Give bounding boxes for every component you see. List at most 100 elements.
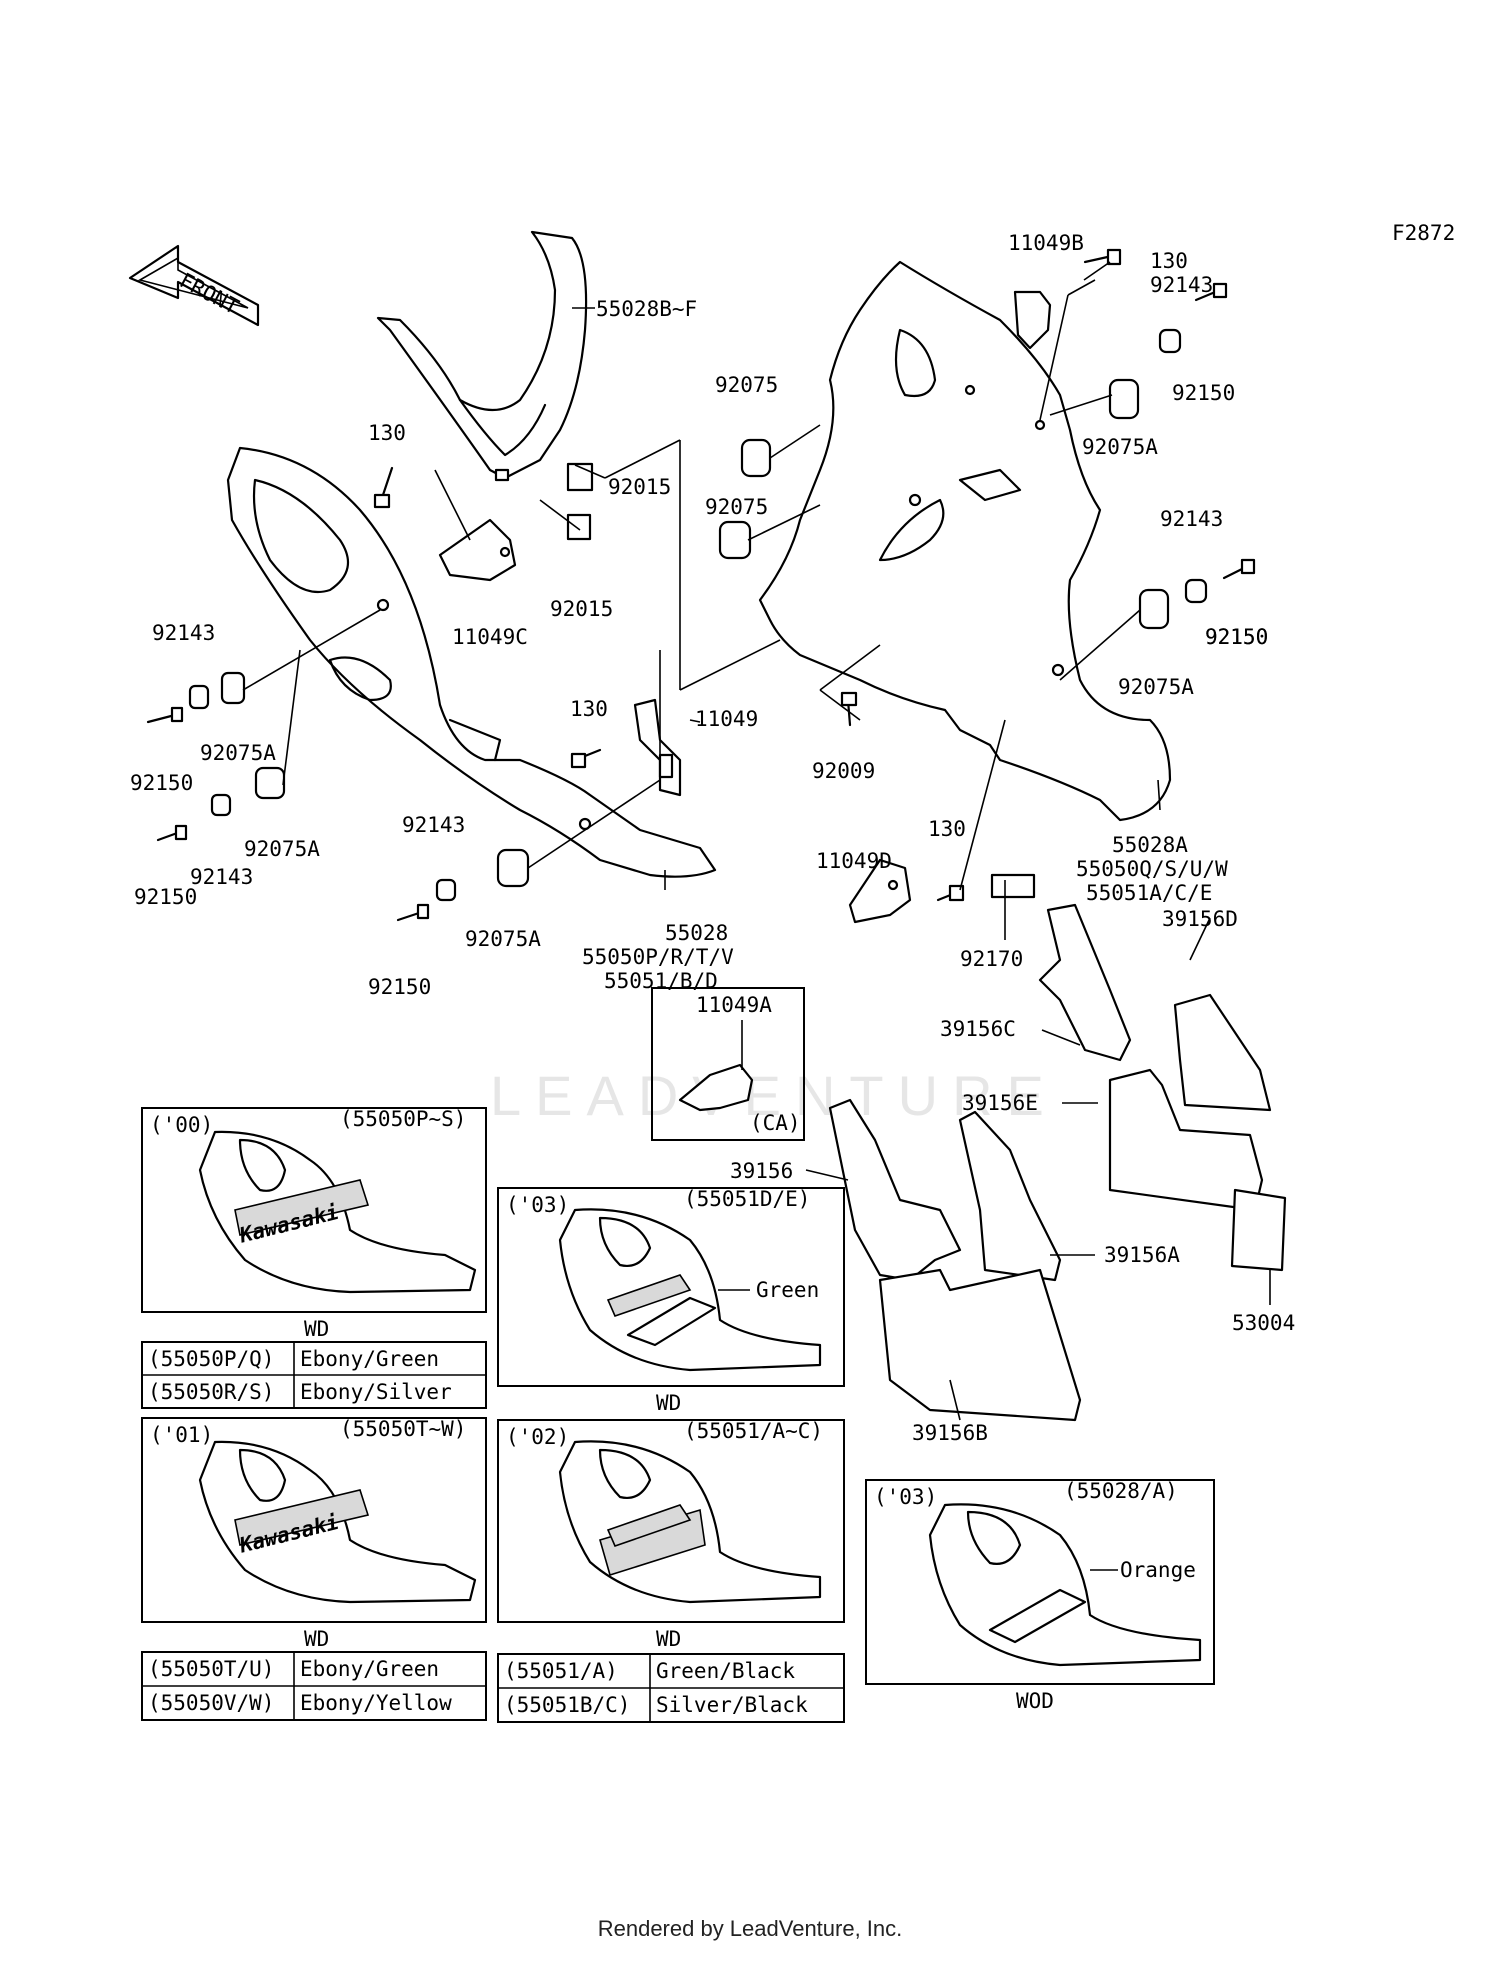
ca-variant-box	[651, 987, 805, 1141]
callout-130-lower-right: 130	[928, 817, 966, 841]
bracket-11049b	[1013, 290, 1052, 350]
variant-parts: (55050T~W)	[340, 1417, 466, 1441]
bracket-11049d	[848, 858, 912, 924]
watermark: LEADVENTURE	[490, 1064, 1058, 1127]
callout-92075-top: 92075	[715, 373, 778, 397]
right-cowl-part	[758, 260, 1172, 822]
footer-credit: Rendered by LeadVenture, Inc.	[597, 1916, 903, 1941]
callout-130-mid: 130	[570, 697, 608, 721]
callout-92150-far-right: 92150	[1205, 625, 1268, 649]
front-arrow-icon: FRONT	[128, 244, 260, 327]
callout-92143-left-1: 92143	[152, 621, 215, 645]
variant-year: ('01)	[150, 1423, 213, 1447]
diagram-code: F2872	[1392, 221, 1455, 245]
callout-55051-b-d: 55051/B/D	[604, 969, 718, 993]
table-cell: (55051B/C)	[504, 1693, 630, 1717]
callout-92075a-left-1: 92075A	[200, 741, 276, 765]
callout-92150-upper-right: 92150	[1172, 381, 1235, 405]
callout-92015-below: 92015	[550, 597, 613, 621]
table-cell: (55050R/S)	[148, 1380, 274, 1404]
variant-parts: (55050P~S)	[340, 1107, 466, 1131]
callout-55028b-f: 55028B~F	[596, 297, 697, 321]
callout-92143-lower: 92143	[402, 813, 465, 837]
variant-finish: WD	[656, 1627, 681, 1651]
bracket-11049c	[438, 518, 517, 582]
callout-92075-mid: 92075	[705, 495, 768, 519]
callout-92150-left-1: 92150	[130, 771, 193, 795]
callout-55050p-r-t-v: 55050P/R/T/V	[582, 945, 734, 969]
callout-55028a: 55028A	[1112, 833, 1188, 857]
callout-130-left: 130	[368, 421, 406, 445]
grommet-icon	[188, 328, 1208, 902]
callout-labels: 55028B~F 11049B 130 92143 92150 92075A 9…	[130, 231, 1295, 1445]
variant-year: ('03)	[506, 1193, 569, 1217]
variant-parts: (55051/A~C)	[684, 1419, 823, 1443]
left-cowl-part	[226, 446, 717, 878]
callout-55050q-s-u-w: 55050Q/S/U/W	[1076, 857, 1228, 881]
variant-parts: (55051D/E)	[684, 1187, 810, 1211]
callout-92075a-lower: 92075A	[465, 927, 541, 951]
upper-cowl-part	[376, 230, 588, 482]
callout-39156c: 39156C	[940, 1017, 1016, 1041]
callout-39156e: 39156E	[962, 1091, 1038, 1115]
variant-box-01: ('01) (55050T~W) Kawasaki WD	[141, 1417, 487, 1651]
table-cell: Silver/Black	[656, 1693, 808, 1717]
variant-box-02: ('02) (55051/A~C) WD	[497, 1419, 845, 1651]
variant-year: ('00)	[150, 1113, 213, 1137]
color-table-01: (55050T/U) Ebony/Green (55050V/W) Ebony/…	[141, 1651, 487, 1721]
variant-finish: WOD	[1016, 1689, 1054, 1713]
callout-92075a-left-2: 92075A	[244, 837, 320, 861]
callout-39156b: 39156B	[912, 1421, 988, 1445]
variant-finish: WD	[656, 1391, 681, 1415]
callout-92150-lower: 92150	[368, 975, 431, 999]
variant-box-03-orange: ('03) (55028/A) Orange WOD	[865, 1479, 1215, 1713]
front-label: FRONT	[176, 268, 243, 319]
pad-leader-lines	[805, 917, 1271, 1421]
variant-finish: WD	[304, 1627, 329, 1651]
table-cell: (55050P/Q)	[148, 1347, 274, 1371]
leader-lines	[242, 261, 1161, 940]
callout-11049b: 11049B	[1008, 231, 1084, 255]
variant-note: Orange	[1120, 1558, 1196, 1582]
callout-11049d: 11049D	[816, 849, 892, 873]
callout-ca: (CA)	[750, 1111, 801, 1135]
callout-11049c: 11049C	[452, 625, 528, 649]
bolt-icon	[146, 248, 1256, 922]
table-cell: Ebony/Yellow	[300, 1691, 452, 1715]
bracket-11049a	[678, 1020, 754, 1112]
callout-92143-right: 92143	[1160, 507, 1223, 531]
callout-92015-right: 92015	[608, 475, 671, 499]
color-table-02: (55051/A) Green/Black (55051B/C) Silver/…	[497, 1653, 845, 1723]
variant-parts: (55028/A)	[1064, 1479, 1178, 1503]
table-cell: Ebony/Green	[300, 1347, 439, 1371]
callout-92150-right: 92150	[1205, 625, 1268, 649]
variant-box-00: ('00) (55050P~S) Kawasaki WD	[141, 1107, 487, 1341]
callout-11049a: 11049A	[696, 993, 772, 1017]
insulator-pads	[828, 903, 1287, 1422]
variant-year: ('03)	[874, 1485, 937, 1509]
callout-55051a-c-e: 55051A/C/E	[1086, 881, 1212, 905]
table-cell: Green/Black	[656, 1659, 795, 1683]
table-cell: (55050V/W)	[148, 1691, 274, 1715]
variant-note: Green	[756, 1278, 819, 1302]
callout-92009: 92009	[812, 759, 875, 783]
callout-92075a-upper-right: 92075A	[1082, 435, 1158, 459]
variant-box-03-green: ('03) (55051D/E) Green WD	[497, 1187, 845, 1415]
callout-130-upper-right: 130	[1150, 249, 1188, 273]
callout-53004: 53004	[1232, 1311, 1295, 1335]
clip-icon	[566, 462, 1036, 899]
callout-39156d: 39156D	[1162, 907, 1238, 931]
callout-92075a-right: 92075A	[1118, 675, 1194, 699]
callout-92143-upper-right: 92143	[1150, 273, 1213, 297]
callout-92170: 92170	[960, 947, 1023, 971]
callout-39156: 39156	[730, 1159, 793, 1183]
variant-year: ('02)	[506, 1425, 569, 1449]
callout-39156a: 39156A	[1104, 1243, 1180, 1267]
variant-finish: WD	[304, 1317, 329, 1341]
table-cell: (55051/A)	[504, 1659, 618, 1683]
callout-92150-left-2: 92150	[134, 885, 197, 909]
table-cell: Ebony/Green	[300, 1657, 439, 1681]
callout-11049: 11049	[695, 707, 758, 731]
color-table-00: (55050P/Q) Ebony/Green (55050R/S) Ebony/…	[141, 1341, 487, 1409]
